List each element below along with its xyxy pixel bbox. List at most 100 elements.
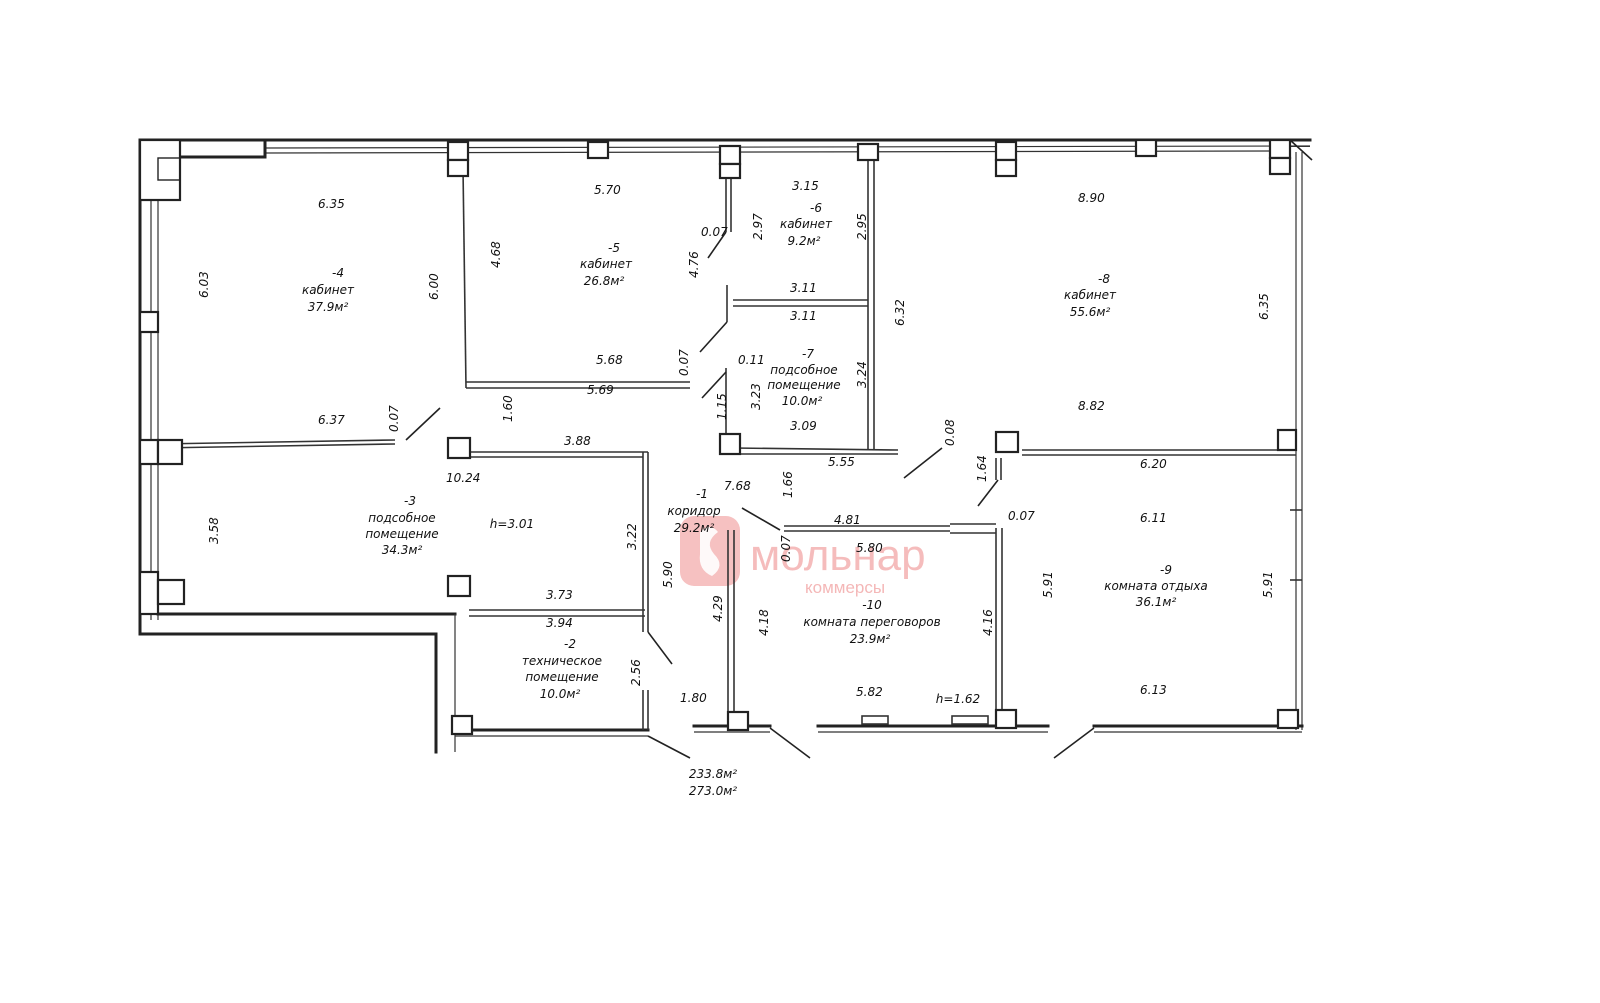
room-9-name: комната отдыха [1104, 579, 1208, 593]
dim-1-80: 1.80 [680, 691, 707, 705]
room-3-height: h=3.01 [490, 517, 534, 531]
columns [138, 138, 1300, 736]
total-area: 273.0м² [689, 784, 737, 798]
dim-0-08: 0.08 [943, 419, 957, 446]
room-6-area: 9.2м² [788, 234, 821, 248]
room-4-name: кабинет [302, 283, 355, 297]
room-3: -3 подсобное помещение 34.3м² h=3.01 [365, 494, 534, 557]
dim-10-24: 10.24 [446, 471, 480, 485]
dim-0-07-d: 0.07 [1008, 509, 1035, 523]
room-7-name-1: подсобное [770, 363, 837, 377]
room-4-area: 37.9м² [308, 300, 349, 314]
dim-3-88: 3.88 [564, 434, 591, 448]
dimensions: 6.35 6.37 5.70 5.68 5.69 0.07 3.15 3.11 … [197, 179, 1275, 705]
dim-4-18: 4.18 [757, 609, 771, 636]
dim-2-97: 2.97 [751, 213, 765, 240]
room-9: -9 комната отдыха 36.1м² [1104, 563, 1208, 609]
dim-1-60: 1.60 [501, 395, 515, 422]
dim-6-20: 6.20 [1140, 457, 1167, 471]
dim-4-68: 4.68 [489, 241, 503, 268]
dim-3-11-b: 3.11 [790, 309, 817, 323]
room-6-name: кабинет [780, 217, 833, 231]
room-8: -8 кабинет 55.6м² [1064, 272, 1117, 319]
room-6-num: -6 [810, 201, 822, 215]
dim-5-90: 5.90 [661, 561, 675, 588]
room-10-area: 23.9м² [850, 632, 891, 646]
room-3-area: 34.3м² [382, 543, 423, 557]
dim-7-68: 7.68 [724, 479, 751, 493]
room-2-num: -2 [564, 637, 576, 651]
dim-6-35-top: 6.35 [318, 197, 345, 211]
room-7-num: -7 [802, 347, 814, 361]
room-10: -10 комната переговоров 23.9м² h=1.62 [803, 598, 980, 706]
room-2-name-2: помещение [525, 670, 598, 684]
room-labels: -4 кабинет 37.9м² -5 кабинет 26.8м² -6 к… [302, 201, 1208, 706]
dim-1-66: 1.66 [781, 471, 795, 498]
dim-4-29: 4.29 [711, 595, 725, 622]
room-1-name: коридор [667, 504, 721, 518]
room-3-name-1: подсобное [368, 511, 435, 525]
room-2: -2 техническое помещение 10.0м² [522, 637, 602, 701]
dim-3-09: 3.09 [790, 419, 817, 433]
watermark: мольнар коммерсы [680, 516, 926, 597]
dim-6-03: 6.03 [197, 271, 211, 298]
dim-8-82: 8.82 [1078, 399, 1105, 413]
room-3-name-2: помещение [365, 527, 438, 541]
room-7-name-2: помещение [767, 378, 840, 392]
room-4: -4 кабинет 37.9м² [302, 266, 355, 314]
dim-5-69: 5.69 [587, 383, 614, 397]
dim-5-70: 5.70 [594, 183, 621, 197]
room-4-num: -4 [332, 266, 344, 280]
dim-4-76: 4.76 [687, 251, 701, 278]
dim-3-11-a: 3.11 [790, 281, 817, 295]
door-swings [405, 139, 1313, 759]
dim-6-13: 6.13 [1140, 683, 1167, 697]
dim-8-90: 8.90 [1078, 191, 1105, 205]
room-7-area: 10.0м² [782, 394, 823, 408]
dim-3-23: 3.23 [749, 383, 763, 410]
dim-4-81: 4.81 [834, 513, 861, 527]
room-5-name: кабинет [580, 257, 633, 271]
room-10-num: -10 [862, 598, 882, 612]
room-9-area: 36.1м² [1136, 595, 1177, 609]
dim-3-15: 3.15 [792, 179, 819, 193]
room-3-num: -3 [404, 494, 416, 508]
dim-2-56: 2.56 [629, 659, 643, 686]
dim-3-24: 3.24 [855, 361, 869, 388]
room-5-num: -5 [608, 241, 620, 255]
room-5-area: 26.8м² [584, 274, 625, 288]
dim-0-11: 0.11 [738, 353, 765, 367]
total-useful-area: 233.8м² [689, 767, 737, 781]
dim-1-15: 1.15 [715, 393, 729, 420]
dim-5-80: 5.80 [856, 541, 883, 555]
dim-3-22: 3.22 [625, 523, 639, 550]
dim-5-91-left: 5.91 [1041, 571, 1055, 598]
room-8-area: 55.6м² [1070, 305, 1111, 319]
dim-1-64: 1.64 [975, 455, 989, 482]
dim-0-07-a: 0.07 [387, 405, 401, 432]
room-2-area: 10.0м² [540, 687, 581, 701]
room-7: -7 подсобное помещение 10.0м² [767, 347, 840, 408]
dim-6-11: 6.11 [1140, 511, 1167, 525]
room-5: -5 кабинет 26.8м² [580, 241, 633, 288]
room-8-name: кабинет [1064, 288, 1117, 302]
dim-6-32: 6.32 [893, 299, 907, 326]
watermark-sub: коммерсы [805, 578, 885, 597]
dim-5-91-right: 5.91 [1261, 571, 1275, 598]
dim-4-16: 4.16 [981, 609, 995, 636]
dim-0-07-c: 0.07 [677, 349, 691, 376]
dim-6-37: 6.37 [318, 413, 345, 427]
room-1-num: -1 [696, 487, 708, 501]
dim-5-55: 5.55 [828, 455, 855, 469]
room-10-name: комната переговоров [803, 615, 940, 629]
dim-0-07-b: 0.07 [701, 225, 728, 239]
watermark-logo-mark [699, 527, 720, 576]
room-1-area: 29.2м² [674, 521, 715, 535]
dim-5-68: 5.68 [596, 353, 623, 367]
dim-3-58: 3.58 [207, 517, 221, 544]
room-8-num: -8 [1098, 272, 1110, 286]
dim-6-35-right: 6.35 [1257, 293, 1271, 320]
room-10-height: h=1.62 [936, 692, 980, 706]
dim-0-07-e: 0.07 [779, 535, 793, 562]
